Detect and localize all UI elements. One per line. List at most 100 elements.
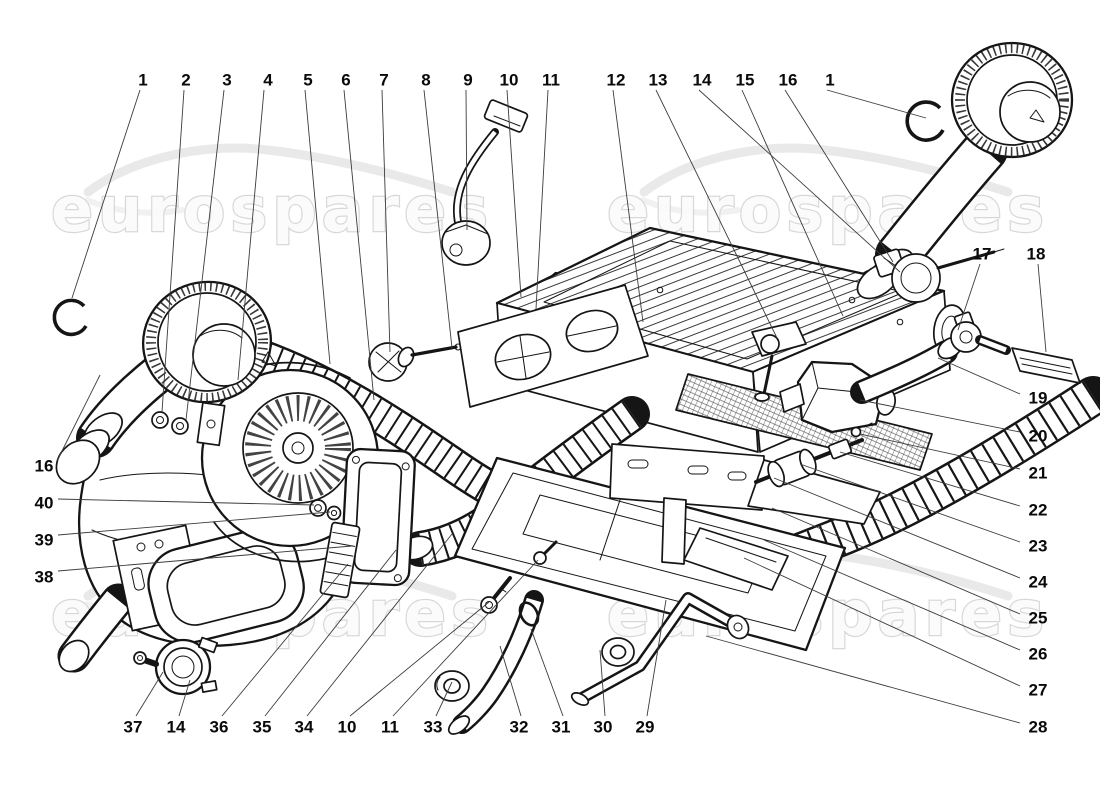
leader-line-20-part-20 bbox=[859, 399, 1021, 433]
callout-43-part-30: 30 bbox=[594, 718, 613, 737]
callout-12-part-13: 13 bbox=[649, 71, 668, 90]
callout-44-part-29: 29 bbox=[636, 718, 655, 737]
leader-line-17-part-17 bbox=[957, 263, 981, 331]
leader-line-28-part-28 bbox=[705, 635, 1021, 724]
callout-10-part-11: 11 bbox=[542, 71, 560, 90]
callout-19-part-19: 19 bbox=[1029, 389, 1048, 408]
leader-line-37-part-34 bbox=[306, 533, 453, 717]
leader-line-31-part-39 bbox=[57, 511, 331, 536]
leader-line-16-part-1 bbox=[826, 89, 927, 119]
leader-line-27-part-27 bbox=[743, 557, 1021, 687]
callout-16-part-1: 1 bbox=[825, 71, 834, 90]
callout-5-part-6: 6 bbox=[341, 71, 350, 90]
leader-line-40-part-33 bbox=[435, 681, 453, 717]
leader-line-9-part-10 bbox=[506, 89, 522, 298]
callout-22-part-22: 22 bbox=[1029, 501, 1048, 520]
leader-line-24-part-24 bbox=[773, 477, 1021, 579]
flap-valve bbox=[751, 321, 807, 402]
leader-line-5-part-6 bbox=[343, 89, 375, 401]
callout-13-part-14: 14 bbox=[693, 71, 712, 90]
leader-line-36-part-35 bbox=[264, 549, 397, 717]
callout-6-part-7: 7 bbox=[379, 71, 388, 90]
leader-line-11-part-12 bbox=[612, 89, 644, 323]
leader-line-12-part-13 bbox=[655, 89, 778, 339]
o-ring-left bbox=[52, 298, 88, 337]
leader-line-4-part-5 bbox=[304, 89, 331, 365]
leader-line-18-part-18 bbox=[1037, 263, 1047, 353]
leader-line-30-part-40 bbox=[57, 498, 315, 506]
leader-line-15-part-16 bbox=[784, 89, 894, 263]
mounting-nuts bbox=[151, 401, 226, 447]
callout-24-part-24: 24 bbox=[1029, 573, 1048, 592]
leader-line-29-part-16 bbox=[56, 374, 101, 462]
leader-line-14-part-15 bbox=[741, 89, 844, 317]
drain-hose bbox=[447, 590, 544, 735]
leader-line-25-part-25 bbox=[771, 507, 1021, 615]
leader-line-34-part-14 bbox=[178, 679, 191, 717]
callout-27-part-27: 27 bbox=[1029, 681, 1048, 700]
leader-line-41-part-32 bbox=[499, 645, 522, 717]
o-ring-right bbox=[905, 100, 945, 142]
leader-line-13-part-14 bbox=[698, 89, 901, 273]
grommet-left bbox=[434, 670, 470, 702]
leader-line-3-part-4 bbox=[237, 89, 265, 381]
callout-3-part-4: 4 bbox=[263, 71, 273, 90]
leader-line-42-part-31 bbox=[530, 628, 564, 717]
callout-15-part-16: 16 bbox=[779, 71, 798, 90]
leader-line-1-part-2 bbox=[161, 89, 185, 413]
callout-2-part-3: 3 bbox=[222, 71, 231, 90]
leader-line-32-part-38 bbox=[57, 545, 353, 572]
leader-line-21-part-21 bbox=[859, 433, 1021, 470]
leader-line-10-part-11 bbox=[535, 89, 549, 310]
leader-line-33-part-37 bbox=[135, 671, 164, 717]
leader-line-8-part-9 bbox=[465, 89, 468, 231]
watermark-top-left: eurospares bbox=[50, 143, 493, 247]
callout-32-part-38: 38 bbox=[35, 568, 54, 587]
leader-line-0-part-1 bbox=[71, 89, 141, 299]
callout-40-part-33: 33 bbox=[424, 718, 443, 737]
callout-38-part-10: 10 bbox=[338, 718, 357, 737]
callout-39-part-11: 11 bbox=[381, 718, 399, 737]
callout-11-part-12: 12 bbox=[607, 71, 626, 90]
callout-7-part-8: 8 bbox=[421, 71, 430, 90]
callout-23-part-23: 23 bbox=[1029, 537, 1048, 556]
leader-line-44-part-29 bbox=[646, 599, 667, 717]
temperature-sensor bbox=[368, 342, 462, 382]
callout-18-part-18: 18 bbox=[1027, 245, 1046, 264]
leader-line-39-part-11 bbox=[392, 559, 539, 717]
callout-25-part-25: 25 bbox=[1029, 609, 1048, 628]
vacuum-actuator-pod bbox=[133, 636, 219, 696]
leader-line-23-part-23 bbox=[799, 463, 1021, 543]
leader-line-2-part-3 bbox=[185, 89, 225, 421]
callout-34-part-14: 14 bbox=[167, 718, 186, 737]
leader-line-43-part-30 bbox=[599, 649, 606, 717]
leader-line-6-part-7 bbox=[381, 89, 391, 353]
callout-9-part-10: 10 bbox=[500, 71, 519, 90]
callout-4-part-5: 5 bbox=[303, 71, 312, 90]
callout-36-part-35: 35 bbox=[253, 718, 272, 737]
callout-30-part-40: 40 bbox=[35, 494, 54, 513]
drain-pipe bbox=[570, 592, 750, 706]
leader-line-19-part-19 bbox=[937, 357, 1021, 395]
leader-line-22-part-22 bbox=[839, 451, 1021, 507]
callout-21-part-21: 21 bbox=[1029, 464, 1048, 483]
leader-line-26-part-26 bbox=[763, 539, 1021, 651]
vent-grille bbox=[319, 521, 361, 599]
watermark-text: eurospares bbox=[51, 173, 493, 246]
callout-35-part-36: 36 bbox=[210, 718, 229, 737]
callout-17-part-17: 17 bbox=[973, 245, 992, 264]
callout-37-part-34: 34 bbox=[295, 718, 314, 737]
leader-line-7-part-8 bbox=[423, 89, 453, 349]
washers bbox=[309, 499, 342, 521]
leader-line-38-part-10 bbox=[349, 601, 490, 717]
callout-14-part-15: 15 bbox=[736, 71, 755, 90]
callout-41-part-32: 32 bbox=[510, 718, 529, 737]
potentiometer-sensor bbox=[873, 248, 1005, 303]
lower-air-duct bbox=[453, 456, 847, 652]
blower-fan-assembly bbox=[200, 361, 380, 563]
callout-42-part-31: 31 bbox=[552, 718, 571, 737]
grommet-center bbox=[601, 637, 635, 667]
gasket-frame bbox=[340, 447, 416, 587]
